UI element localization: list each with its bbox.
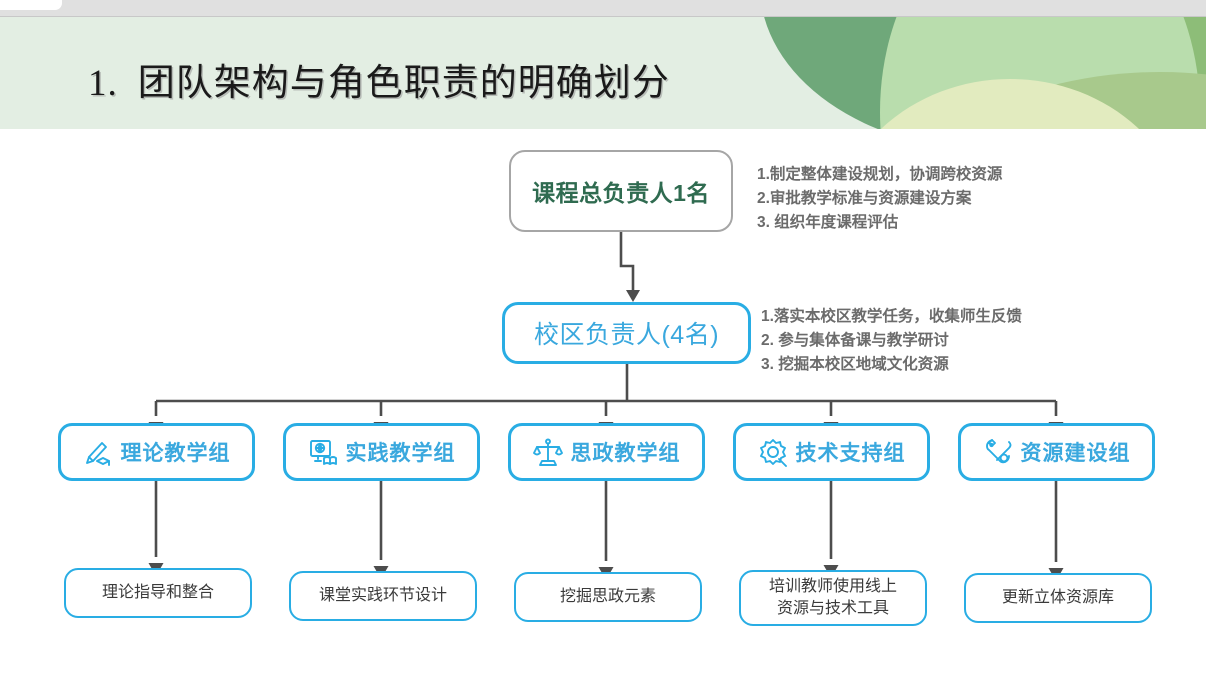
group-node-1[interactable]: 理论教学组 [58,423,255,481]
node-course-lead-label: 课程总负责人1名 [532,180,710,206]
group-node-4-label: 技术支持组 [795,442,906,465]
group-node-3[interactable]: 思政教学组 [508,423,705,481]
window-chrome-bar [0,0,1206,16]
leaf-node-4[interactable]: 培训教师使用线上 资源与技术工具 [739,570,927,626]
slide-header [0,17,1206,129]
node-campus-lead-label: 校区负责人(4名) [533,321,720,349]
page-title: 1. 团队架构与角色职责的明确划分 [88,52,670,106]
group-node-5[interactable]: 资源建设组 [958,423,1155,481]
leaf-node-4-label: 培训教师使用线上 资源与技术工具 [768,578,897,617]
leaf-node-1[interactable]: 理论指导和整合 [64,568,252,618]
group-node-2[interactable]: 实践教学组 [283,423,480,481]
wrench-screwdriver-icon [985,439,1011,464]
connector-lines [148,232,1064,581]
leaf-node-2[interactable]: 课堂实践环节设计 [289,571,477,621]
leaf-node-2-label: 课堂实践环节设计 [318,587,447,605]
leaf-node-3[interactable]: 挖掘思政元素 [514,572,702,622]
group-node-3-label: 思政教学组 [570,442,681,465]
leaf-node-1-label: 理论指导和整合 [101,584,214,602]
group-node-5-label: 资源建设组 [1020,442,1131,465]
window-tab[interactable] [0,0,62,10]
note-campus-lead: 1.落实本校区教学任务，收集师生反馈 2. 参与集体备课与教学研讨 3. 挖掘本… [761,308,1022,374]
org-chart: 课程总负责人1名 1.制定整体建设规划，协调跨校资源 2.审批教学标准与资源建设… [0,130,1206,684]
arrowhead-top-to-l2 [626,290,640,302]
group-node-2-label: 实践教学组 [345,442,456,465]
leaf-node-5[interactable]: 更新立体资源库 [964,573,1152,623]
chrome-divider [0,16,1206,17]
leaf-node-5-label: 更新立体资源库 [1001,589,1114,607]
gear-wrench-icon [759,439,787,467]
balance-scale-icon [532,438,563,466]
node-course-lead[interactable]: 课程总负责人1名 [509,150,733,232]
page-title-text: 团队架构与角色职责的明确划分 [137,63,670,104]
group-node-1-label: 理论教学组 [120,442,231,465]
page-title-number: 1. [88,63,118,104]
monitor-globe-book-icon [309,440,337,465]
pencil-graduation-cap-icon [85,442,110,466]
note-course-lead: 1.制定整体建设规划，协调跨校资源 2.审批教学标准与资源建设方案 3. 组织年… [757,166,1003,232]
node-campus-lead[interactable]: 校区负责人(4名) [502,302,751,364]
leaf-node-3-label: 挖掘思政元素 [559,588,656,606]
group-node-4[interactable]: 技术支持组 [733,423,930,481]
